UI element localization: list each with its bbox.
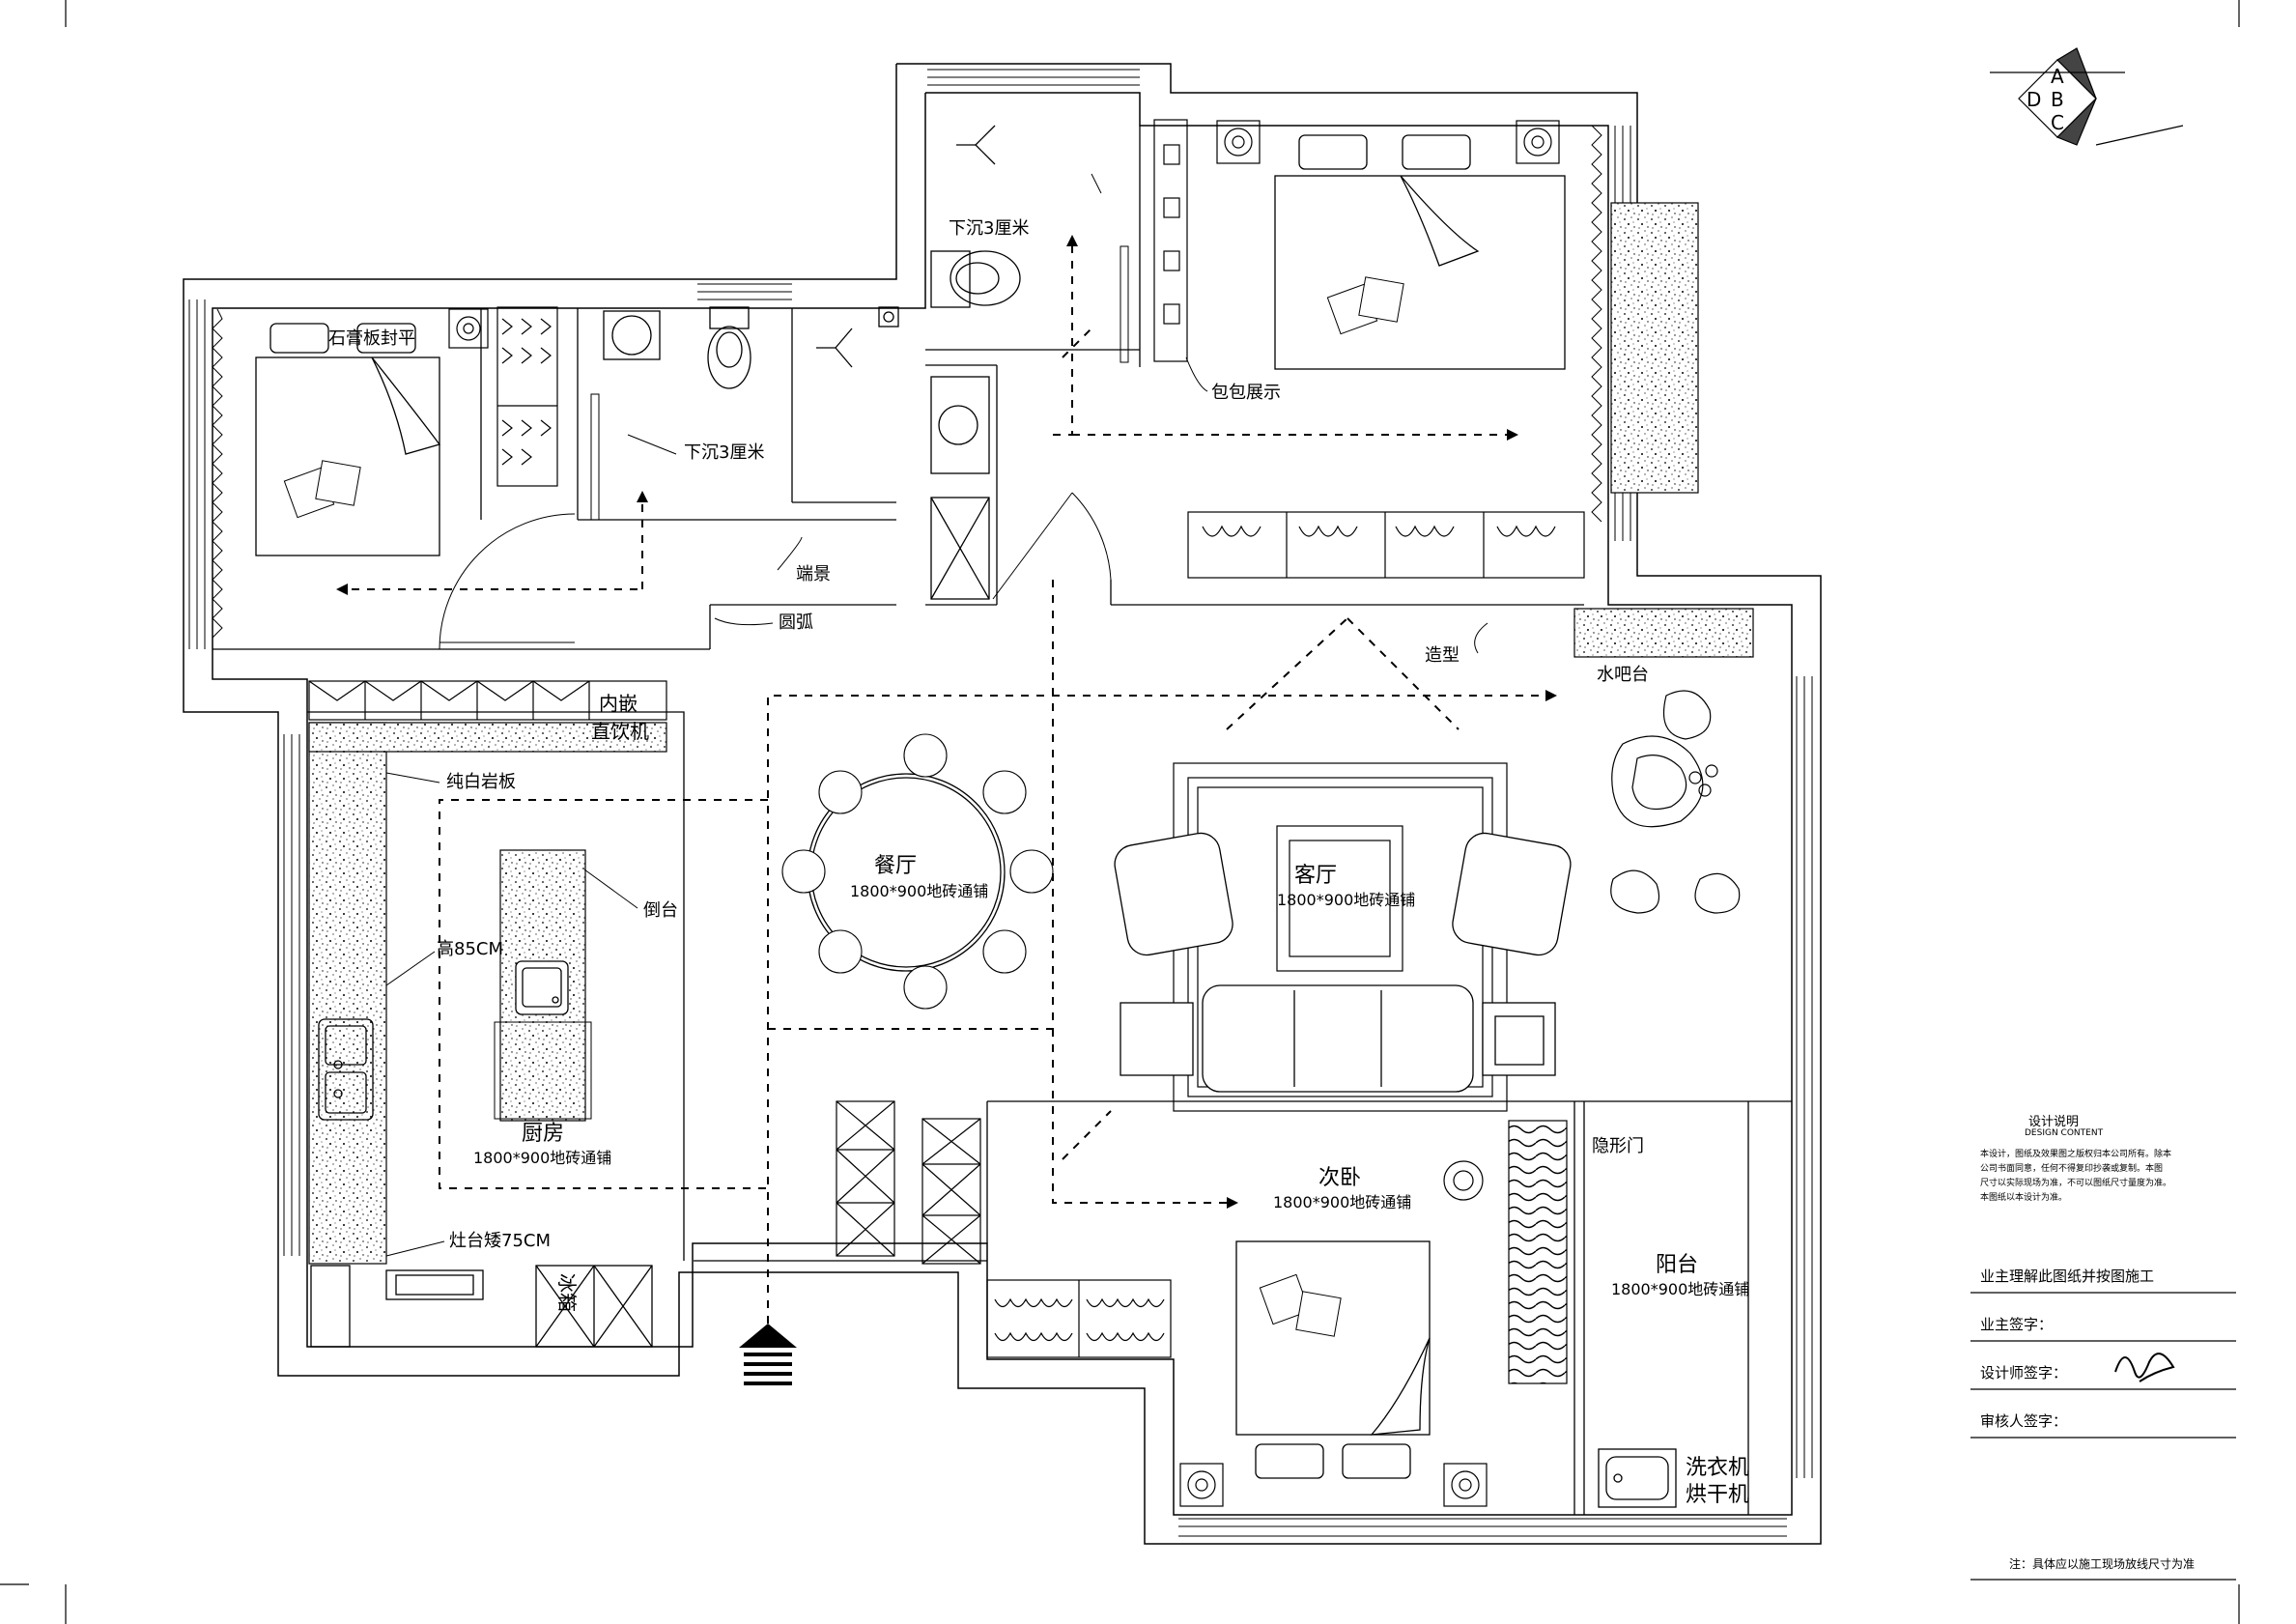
arrow-heads: [336, 235, 1557, 1209]
island-sink: [515, 960, 569, 1015]
wave-partition: [1508, 1120, 1568, 1384]
label-second-bedroom: 次卧: [1318, 1166, 1361, 1190]
island-plant-zone: [494, 1021, 592, 1120]
label-dining-tile: 1800*900地砖通铺: [850, 882, 988, 900]
label-kitchen: 厨房: [522, 1122, 564, 1146]
landscape-stones: [1610, 690, 1741, 914]
label-second-tile: 1800*900地砖通铺: [1273, 1193, 1411, 1211]
washer: [1598, 1448, 1677, 1508]
label-feature-wall: 造型: [1425, 645, 1460, 666]
label-living: 客厅: [1294, 864, 1337, 888]
label-balcony: 阳台: [1656, 1253, 1698, 1277]
label-kitchen-tile: 1800*900地砖通铺: [473, 1149, 611, 1167]
entry-stairs: [739, 1324, 797, 1385]
interior-walls: [213, 126, 1792, 1515]
notes-line: 本设计，图纸及效果图之版权归本公司所有。除本: [1980, 1150, 2172, 1159]
label-gypsum: 石膏板封平: [328, 328, 415, 349]
dining-chairs: [781, 733, 1054, 1010]
bath-fixtures: [603, 125, 1021, 600]
notes-line: 公司书面同意，任何不得复印抄袭或复制。本图: [1980, 1164, 2164, 1174]
logo-letter-a: A: [2051, 65, 2064, 88]
label-water-bar: 水吧台: [1597, 665, 1649, 685]
wardrobes: [496, 306, 1585, 1358]
label-living-tile: 1800*900地砖通铺: [1277, 891, 1415, 909]
entry-cabinets: [836, 1100, 981, 1265]
bag-display: [1153, 119, 1188, 362]
stove-fridge: [310, 1265, 653, 1348]
notes-confirm: 业主理解此图纸并按图施工: [1980, 1268, 2155, 1285]
label-height: 高85CM: [437, 939, 503, 959]
notes-body: 本设计，图纸及效果图之版权归本公司所有。除本 公司书面同意，任何不得复印抄袭或复…: [1980, 1148, 2241, 1206]
designer-signature-label: 设计师签字：: [1980, 1364, 2068, 1382]
footer-note: 注：具体应以施工现场放线尺寸为准: [2009, 1557, 2196, 1571]
kitchen-upper-cabinets: [308, 680, 667, 721]
label-sunken-top: 下沉3厘米: [949, 218, 1029, 239]
exterior-walls: [183, 63, 1822, 1545]
reviewer-signature-label: 审核人签字：: [1980, 1412, 2068, 1430]
label-dryer: 烘干机: [1686, 1483, 1749, 1507]
curtain-zigzags: [212, 125, 1602, 639]
pillows: [283, 276, 1404, 1337]
logo: A D B C: [1990, 47, 2184, 146]
leader-lines: [385, 173, 1488, 1257]
notes-title: 设计说明: [2028, 1115, 2080, 1129]
logo-letter-d: D: [2027, 88, 2041, 111]
kitchen-sink: [318, 1018, 374, 1121]
sheet-frame: [0, 0, 2240, 1624]
label-built-in: 内嵌: [599, 692, 638, 715]
room-labels: 石膏板封平 下沉3厘米 下沉3厘米 包包展示 端景 圆弧 造型 水吧台 内嵌 直…: [328, 218, 1749, 1507]
label-fridge: 冰箱: [555, 1273, 579, 1312]
label-washer: 洗衣机: [1686, 1456, 1749, 1480]
label-entry-feature: 端景: [796, 564, 831, 584]
beds: [255, 134, 1566, 1479]
notes-subtitle: DESIGN CONTENT: [2025, 1128, 2104, 1138]
title-block-lines: [1970, 1292, 2236, 1581]
label-dining: 餐厅: [874, 854, 917, 878]
label-stove-height: 灶台矮75CM: [449, 1231, 551, 1251]
label-hidden-door: 隐形门: [1592, 1136, 1644, 1156]
stone-surfaces: [308, 202, 1754, 1265]
label-rock-slab: 纯白岩板: [446, 772, 516, 792]
label-water-dispenser: 直饮机: [591, 720, 649, 743]
doors: [439, 245, 1129, 650]
notes-line: 本图纸以本设计为准。: [1980, 1193, 2068, 1203]
label-arc: 圆弧: [779, 613, 813, 633]
logo-letter-c: C: [2051, 111, 2064, 134]
label-bag-display: 包包展示: [1211, 383, 1281, 403]
notes-line: 尺寸以实际现场为准，不可以图纸尺寸量度为准。: [1980, 1179, 2172, 1188]
circulation-paths: [348, 246, 1545, 1324]
sofa-set: [1114, 832, 1572, 1093]
logo-letter-b: B: [2051, 88, 2064, 111]
label-island: 倒台: [643, 900, 678, 921]
owner-signature-label: 业主签字：: [1980, 1316, 2054, 1333]
nightstands: [448, 120, 1560, 1507]
label-balcony-tile: 1800*900地砖通铺: [1611, 1280, 1749, 1298]
label-sunken-left: 下沉3厘米: [684, 442, 764, 463]
